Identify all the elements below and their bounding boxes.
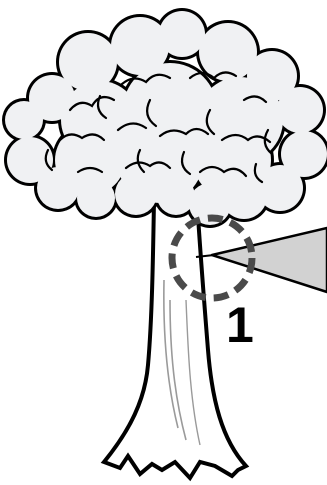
callout-beam bbox=[212, 228, 327, 292]
tree-canopy bbox=[2, 8, 327, 228]
callout-number-label: 1 bbox=[226, 297, 254, 353]
